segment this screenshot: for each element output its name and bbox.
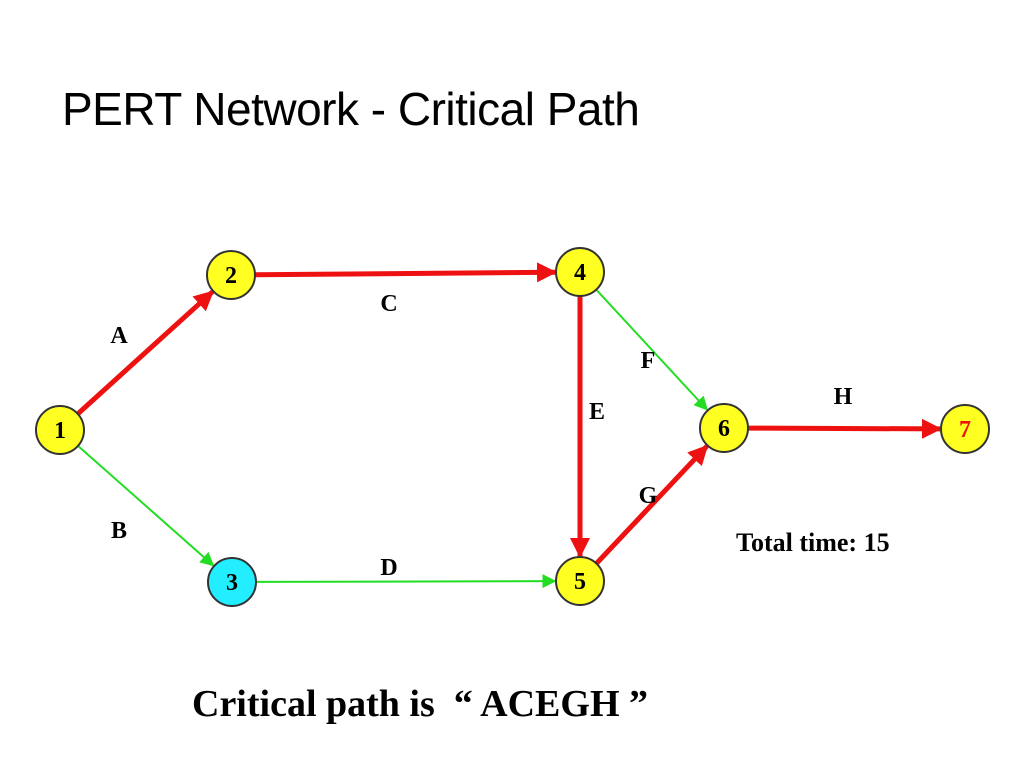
event-node-1: 1	[35, 405, 85, 455]
activity-label-a: A	[110, 323, 128, 349]
event-node-label-4: 4	[574, 260, 586, 286]
activity-label-c: C	[380, 291, 397, 317]
event-node-circle-6	[699, 403, 749, 453]
event-node-circle-3	[207, 557, 257, 607]
event-node-5: 5	[555, 556, 605, 606]
activity-arrow-g	[594, 444, 709, 566]
activity-label-h: H	[834, 384, 853, 410]
total-time-label: Total time: 15	[736, 528, 890, 557]
event-node-label-1: 1	[54, 418, 66, 444]
activity-label-e: E	[589, 399, 605, 425]
event-node-label-7: 7	[959, 417, 971, 443]
event-nodes: 1 2 3 4 5 6 7	[35, 247, 990, 607]
event-node-circle-7	[940, 404, 990, 454]
activity-label-f: F	[641, 348, 656, 374]
activity-label-d: D	[380, 555, 397, 581]
event-node-label-3: 3	[226, 570, 238, 596]
activity-arrow-c	[254, 262, 558, 283]
event-node-2: 2	[206, 250, 256, 300]
event-node-label-2: 2	[225, 263, 237, 289]
activity-arrow-f	[595, 288, 708, 411]
activity-label-b: B	[111, 518, 127, 544]
event-node-3: 3	[207, 557, 257, 607]
event-node-label-5: 5	[574, 569, 586, 595]
event-node-6: 6	[699, 403, 749, 453]
activity-labels: A B C D E F G H	[110, 291, 852, 581]
activity-label-g: G	[639, 483, 658, 509]
event-node-circle-4	[555, 247, 605, 297]
event-node-circle-2	[206, 250, 256, 300]
activity-arrow-a	[76, 289, 215, 416]
activity-arrows	[76, 262, 943, 589]
event-node-4: 4	[555, 247, 605, 297]
activity-arrow-b	[77, 445, 215, 567]
activity-arrow-h	[747, 418, 943, 439]
event-node-circle-5	[555, 556, 605, 606]
slide-title: PERT Network - Critical Path	[62, 83, 640, 135]
event-node-label-6: 6	[718, 416, 730, 442]
event-node-7: 7	[940, 404, 990, 454]
activity-arrow-d	[255, 574, 557, 589]
critical-path-statement: Critical path is “ ACEGH ”	[192, 683, 649, 725]
event-node-circle-1	[35, 405, 85, 455]
